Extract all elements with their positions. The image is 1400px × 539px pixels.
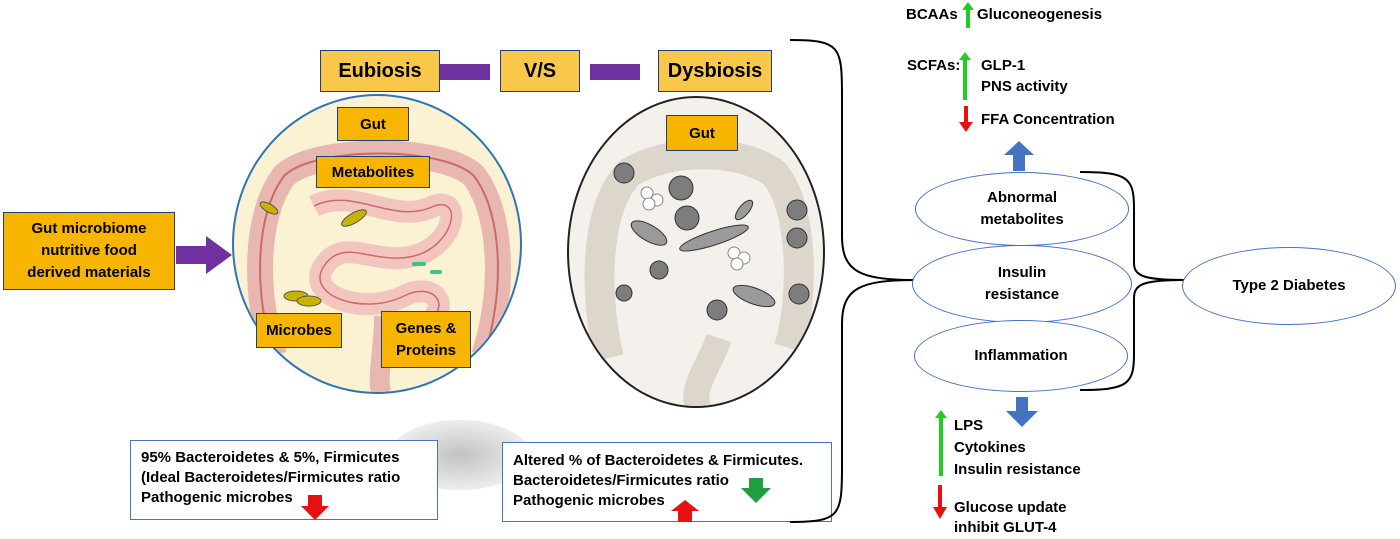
gut-label-box: Gut [337,107,409,141]
inflammation-label: Inflammation [974,347,1068,364]
input-line-3: derived materials [27,264,151,281]
type2-diabetes-label: Type 2 Diabetes [1232,277,1346,294]
bottom-insulin-resistance-label: Insulin resistance [954,461,1081,478]
dysbiosis-info-line-1: Altered % of Bacteroidetes & Firmicutes. [513,452,804,469]
pathogenic-down-red-arrow [301,495,329,520]
genes-label: Genes & [395,319,457,337]
connector-bar-right [590,64,640,80]
dysbiosis-gut-label-box: Gut [666,115,738,151]
right-brace [1079,171,1185,391]
eubiosis-info-line-2: (Ideal Bacteroidetes/Firmicutes ratio [141,469,401,486]
input-line-2: nutritive food [41,242,137,259]
inhibit-glut4-label: inhibit GLUT-4 [954,519,1057,536]
eubiosis-info-box: 95% Bacteroidetes & 5%, Firmicutes (Idea… [130,440,438,520]
cytokines-label: Cytokines [954,439,1026,456]
abnormal-metabolites-ellipse: Abnormal metabolites [915,172,1129,246]
input-arrow [176,236,232,274]
up-blue-arrow [1004,141,1034,171]
metabolites-label-box: Metabolites [316,156,430,188]
abnormal-metabolites-label: Abnormal metabolites [980,189,1064,228]
dysbiosis-info-box: Altered % of Bacteroidetes & Firmicutes.… [502,442,832,522]
gluconeogenesis-label: Gluconeogenesis [977,6,1103,23]
glucose-down-red-arrow [933,485,947,519]
lps-label: LPS [954,417,984,434]
proteins-label: Proteins [395,341,456,359]
dysbiotic-intestine-illustration [584,139,814,406]
microbes-label: Microbes [266,322,332,339]
bcaas-up-green-arrow [962,2,974,28]
eubiosis-box: Eubiosis [320,50,440,92]
down-blue-arrow [1006,397,1038,427]
bcaas-label: BCAAs [906,6,958,23]
eubiosis-label: Eubiosis [338,59,422,82]
pns-activity-label: PNS activity [981,78,1068,95]
dysbiosis-info-line-3: Pathogenic microbes [513,492,665,509]
lps-up-green-arrow [935,410,947,476]
glp1-label: GLP-1 [981,57,1026,74]
gut-microbiome-input-box: Gut microbiome nutritive food derived ma… [3,212,175,290]
dysbiosis-box: Dysbiosis [658,50,772,92]
insulin-resistance-ellipse: Insulin resistance [912,245,1132,323]
metabolites-label: Metabolites [331,163,415,181]
scfas-up-green-arrow [959,52,971,100]
eubiosis-info-line-3: Pathogenic microbes [141,489,293,506]
ratio-down-green-arrow [741,478,771,503]
genes-proteins-label-box: Genes & Proteins [381,311,471,368]
ffa-down-red-arrow [959,106,973,132]
insulin-resistance-label: Insulin resistance [984,264,1060,303]
ffa-concentration-label: FFA Concentration [981,111,1115,128]
eubiosis-info-line-1: 95% Bacteroidetes & 5%, Firmicutes [141,449,400,466]
glucose-update-label: Glucose update [954,499,1067,516]
type2-diabetes-ellipse: Type 2 Diabetes [1182,247,1396,325]
dysbiosis-info-line-2: Bacteroidetes/Firmicutes ratio [513,472,729,489]
input-line-1: Gut microbiome [31,220,147,237]
inflammation-ellipse: Inflammation [914,320,1128,392]
pathogenic-up-red-arrow [671,500,699,522]
dysbiosis-label: Dysbiosis [667,59,763,82]
dysbiosis-gut-label: Gut [689,124,715,142]
connector-bar-left [440,64,490,80]
microbes-label-box: Microbes [256,313,342,348]
curly-brace [789,39,917,523]
scfas-label: SCFAs: [907,57,961,74]
vs-box: V/S [500,50,580,92]
gut-label: Gut [360,115,386,133]
vs-label: V/S [523,59,557,82]
